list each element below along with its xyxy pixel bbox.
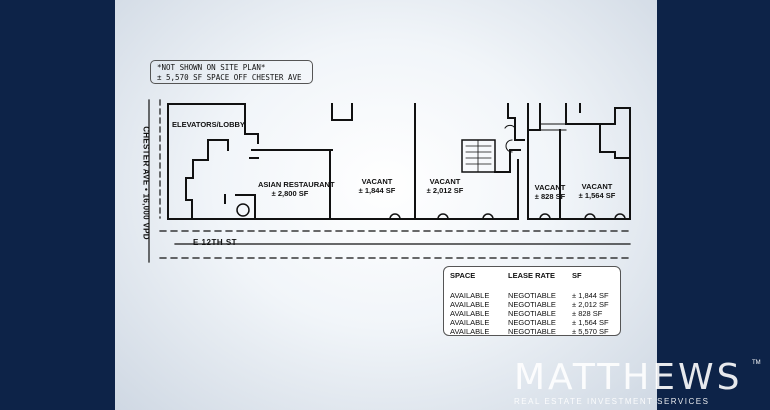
plan-canvas bbox=[115, 0, 657, 410]
unit-name: VACANT bbox=[429, 177, 461, 186]
matthews-logo: MATTHEWS TM REAL ESTATE INVESTMENT SERVI… bbox=[514, 357, 762, 407]
unit-area: ± 1,844 SF bbox=[358, 186, 396, 195]
unit-label-vacant-2012: VACANT ± 2,012 SF bbox=[420, 177, 470, 195]
cell-sf: ± 828 SF bbox=[572, 309, 603, 318]
lobby-top-wall bbox=[167, 103, 246, 135]
vacant4-inner bbox=[599, 123, 631, 159]
left-navy-panel bbox=[0, 0, 115, 410]
vacant1-back-notch bbox=[331, 103, 353, 121]
street-label-chester-text: CHESTER AVE • 16,000 VPD bbox=[141, 126, 151, 240]
logo-tagline: REAL ESTATE INVESTMENT SERVICES bbox=[514, 397, 710, 406]
cell-sf: ± 2,012 SF bbox=[572, 300, 609, 309]
cell-space: AVAILABLE bbox=[450, 291, 490, 300]
vacant2-rear-wall bbox=[494, 149, 521, 173]
cell-lease-rate: NEGOTIABLE bbox=[508, 309, 556, 318]
right-navy-panel bbox=[657, 0, 770, 410]
restaurant-door bbox=[236, 203, 250, 217]
cell-lease-rate: NEGOTIABLE bbox=[508, 300, 556, 309]
core-wall bbox=[507, 103, 525, 141]
header-sf: SF bbox=[572, 271, 582, 280]
header-space: SPACE bbox=[450, 271, 476, 280]
cell-lease-rate: NEGOTIABLE bbox=[508, 318, 556, 327]
unit-label-restaurant: ASIAN RESTAURANT ± 2,800 SF bbox=[258, 180, 335, 198]
unit-area: ± 828 SF bbox=[534, 192, 566, 201]
unit-area: ± 2,800 SF bbox=[271, 189, 309, 198]
street-label-chester: CHESTER AVE • 16,000 VPD bbox=[131, 108, 161, 258]
street-label-12th: E 12TH ST bbox=[193, 238, 238, 247]
availability-table: SPACE LEASE RATE SF AVAILABLE NEGOTIABLE… bbox=[443, 266, 621, 336]
cell-lease-rate: NEGOTIABLE bbox=[508, 327, 556, 336]
stair-block bbox=[461, 139, 496, 173]
cell-space: AVAILABLE bbox=[450, 327, 490, 336]
cell-space: AVAILABLE bbox=[450, 309, 490, 318]
lobby-inner-top bbox=[207, 139, 229, 151]
cell-sf: ± 1,844 SF bbox=[572, 291, 609, 300]
unit-label-vacant-1564: VACANT ± 1,564 SF bbox=[574, 182, 620, 200]
note-line-2: ± 5,570 SF SPACE OFF CHESTER AVE bbox=[157, 73, 302, 82]
building-left-wall bbox=[167, 103, 331, 220]
unit-label-vacant-1844: VACANT ± 1,844 SF bbox=[352, 177, 402, 195]
unit-name: ELEVATORS/LOBBY bbox=[172, 120, 245, 129]
unit-name: ASIAN RESTAURANT bbox=[258, 180, 335, 189]
header-lease-rate: LEASE RATE bbox=[508, 271, 555, 280]
unit-label-vacant-828: VACANT ± 828 SF bbox=[530, 183, 570, 201]
unit-name: VACANT bbox=[534, 183, 566, 192]
lobby-notch bbox=[244, 133, 259, 144]
cell-space: AVAILABLE bbox=[450, 300, 490, 309]
unit-area: ± 2,012 SF bbox=[426, 186, 464, 195]
unit-area: ± 1,564 SF bbox=[578, 191, 616, 200]
unit-name: VACANT bbox=[361, 177, 393, 186]
cell-lease-rate: NEGOTIABLE bbox=[508, 291, 556, 300]
logo-trademark: TM bbox=[752, 360, 761, 366]
cell-space: AVAILABLE bbox=[450, 318, 490, 327]
vacant4-outline bbox=[559, 103, 631, 220]
cell-sf: ± 1,564 SF bbox=[572, 318, 609, 327]
unit-name: VACANT bbox=[581, 182, 613, 191]
unit-label-lobby: ELEVATORS/LOBBY bbox=[172, 120, 245, 129]
corridor-lines bbox=[539, 123, 567, 131]
note-line-1: *NOT SHOWN ON SITE PLAN* bbox=[157, 63, 266, 72]
lobby-inner-wall bbox=[185, 139, 209, 220]
logo-wordmark: MATTHEWS bbox=[514, 357, 743, 398]
site-plan-note: *NOT SHOWN ON SITE PLAN* ± 5,570 SF SPAC… bbox=[150, 60, 313, 84]
restaurant-front bbox=[235, 194, 256, 220]
cell-sf: ± 5,570 SF bbox=[572, 327, 609, 336]
vacant3-rear bbox=[527, 103, 541, 131]
